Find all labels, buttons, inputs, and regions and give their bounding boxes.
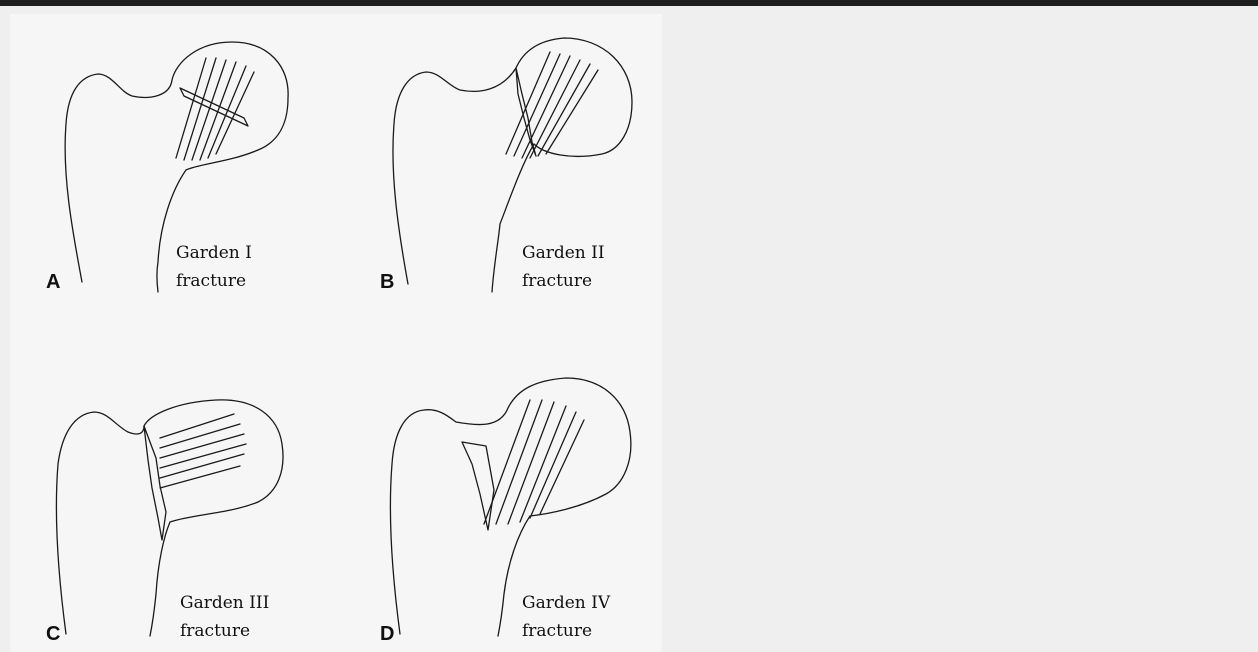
garden-fracture-figure: A B C D Garden I fracture Garden II frac… <box>10 14 662 652</box>
panel-letter-b: B <box>380 271 394 293</box>
panel-d-caption-line2: fracture <box>522 621 592 641</box>
panel-letter-c: C <box>46 623 60 645</box>
panel-d-fracture-line <box>462 442 494 530</box>
panel-b-caption-line2: fracture <box>522 271 592 291</box>
top-border-bar <box>0 0 1258 6</box>
panel-a-caption-line1: Garden I <box>176 243 252 263</box>
panel-c-trabecular-lines <box>160 414 246 488</box>
garden-classification-diagram: A B C D Garden I fracture Garden II frac… <box>10 14 662 652</box>
panel-d-caption-line1: Garden IV <box>522 593 611 613</box>
panel-b-fracture-line <box>516 68 536 156</box>
panel-letter-d: D <box>380 623 394 645</box>
panel-b-trabecular-lines <box>506 52 598 158</box>
panel-d-trabecular-lines <box>484 400 584 524</box>
panel-a-trabecular-lines <box>176 58 254 160</box>
panel-letter-a: A <box>46 271 60 293</box>
panel-c-caption-line2: fracture <box>180 621 250 641</box>
panel-b-caption-line1: Garden II <box>522 243 605 263</box>
panel-a-caption-line2: fracture <box>176 271 246 291</box>
panel-c-fracture-line <box>144 426 166 540</box>
panel-c-caption-line1: Garden III <box>180 593 269 613</box>
